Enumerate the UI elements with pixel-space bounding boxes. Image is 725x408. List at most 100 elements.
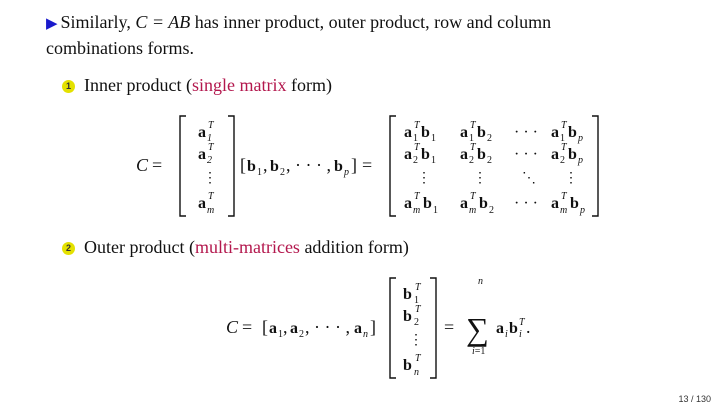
page-number: 13 / 130 [678, 394, 711, 404]
svg-text:T: T [414, 120, 421, 131]
intro-equation: C = AB [135, 12, 191, 32]
svg-text:1: 1 [207, 133, 212, 144]
svg-text:.: . [526, 317, 531, 337]
svg-text:T: T [415, 282, 422, 293]
item-text-after: addition form) [299, 237, 409, 257]
svg-text:[: [ [240, 155, 246, 175]
svg-text:a: a [354, 320, 362, 337]
svg-text:T: T [208, 120, 215, 131]
svg-text:a: a [290, 320, 298, 337]
svg-text:2: 2 [487, 155, 492, 166]
svg-text:· · ·: · · · [514, 195, 538, 212]
svg-text:a: a [496, 320, 504, 337]
svg-text:1: 1 [469, 133, 474, 144]
svg-text:1: 1 [433, 205, 438, 216]
svg-text:i: i [519, 329, 522, 340]
svg-text:p: p [343, 167, 349, 178]
svg-text:T: T [470, 120, 477, 131]
svg-text:T: T [414, 142, 421, 153]
svg-text:b: b [568, 146, 577, 163]
list-item-outer-product: 2 Outer product (multi-matrices addition … [62, 236, 409, 258]
svg-text:a: a [269, 320, 277, 337]
svg-text:T: T [208, 142, 215, 153]
svg-text:[: [ [262, 317, 268, 337]
svg-text:m: m [560, 205, 567, 216]
svg-text:· · ·: · · · [514, 146, 538, 163]
svg-text:n: n [414, 367, 419, 378]
svg-text:a: a [551, 146, 559, 163]
svg-text:T: T [470, 191, 477, 202]
svg-text:b: b [403, 357, 412, 374]
item-text-after: form) [286, 75, 332, 95]
svg-text:T: T [519, 317, 526, 328]
svg-text:b: b [421, 124, 430, 141]
svg-text:b: b [477, 124, 486, 141]
svg-text:a: a [404, 146, 412, 163]
svg-text:]: ] [370, 317, 376, 337]
intro-lead: Similarly, [60, 12, 136, 32]
svg-text:n: n [363, 329, 368, 340]
svg-text:T: T [414, 191, 421, 202]
svg-text:⋮: ⋮ [409, 333, 423, 348]
item-text-before: Outer product ( [84, 237, 195, 257]
svg-text:=: = [444, 317, 454, 337]
svg-text:⋮: ⋮ [203, 171, 217, 186]
svg-text:b: b [568, 124, 577, 141]
svg-text:1: 1 [414, 295, 419, 306]
svg-text:a: a [551, 195, 559, 212]
svg-text:b: b [423, 195, 432, 212]
svg-text:2: 2 [487, 133, 492, 144]
svg-text:b: b [403, 308, 412, 325]
svg-text:2: 2 [207, 155, 212, 166]
svg-text:b: b [403, 286, 412, 303]
svg-text:1: 1 [413, 133, 418, 144]
svg-text:a: a [460, 195, 468, 212]
svg-text:p: p [579, 205, 585, 216]
svg-text:b: b [270, 158, 279, 175]
svg-text:1: 1 [431, 155, 436, 166]
item-text-before: Inner product ( [84, 75, 192, 95]
svg-text:a: a [404, 124, 412, 141]
svg-text:p: p [577, 155, 583, 166]
svg-text:b: b [477, 146, 486, 163]
svg-text:,: , [283, 317, 288, 337]
svg-text:⋮: ⋮ [417, 171, 431, 186]
svg-text:1: 1 [278, 329, 283, 340]
svg-text:2: 2 [280, 167, 285, 178]
svg-text:b: b [247, 158, 256, 175]
svg-text:n: n [478, 276, 483, 287]
item-highlight: multi-matrices [194, 237, 300, 257]
svg-text:=: = [242, 317, 252, 337]
intro-line2: combinations forms. [46, 38, 194, 58]
svg-text:⋮: ⋮ [564, 171, 578, 186]
svg-text:2: 2 [489, 205, 494, 216]
svg-text:b: b [570, 195, 579, 212]
svg-text:a: a [460, 124, 468, 141]
right-triangle-icon: ▶ [46, 16, 58, 32]
svg-text:T: T [415, 353, 422, 364]
intro-rest: has inner product, outer product, row an… [190, 12, 552, 32]
numbered-circle-icon: 1 [62, 79, 75, 93]
svg-text:⋮: ⋮ [473, 171, 487, 186]
svg-text:]: ] [351, 155, 357, 175]
svg-text:T: T [561, 191, 568, 202]
svg-text:a: a [198, 124, 206, 141]
svg-text:m: m [469, 205, 476, 216]
svg-text:a: a [198, 146, 206, 163]
svg-text:2: 2 [414, 317, 419, 328]
svg-text:b: b [334, 158, 343, 175]
intro-paragraph: ▶Similarly, C = AB has inner product, ou… [46, 10, 686, 60]
svg-text:T: T [415, 304, 422, 315]
svg-text:a: a [551, 124, 559, 141]
svg-text:C: C [226, 317, 239, 337]
numbered-circle-icon: 2 [62, 241, 75, 255]
svg-text:b: b [421, 146, 430, 163]
svg-text:m: m [207, 205, 214, 216]
svg-text:C: C [136, 155, 149, 175]
item-highlight: single matrix [191, 75, 287, 95]
svg-text:2: 2 [560, 155, 565, 166]
svg-text:b: b [509, 320, 518, 337]
svg-text:i=1: i=1 [472, 346, 485, 357]
svg-text:=: = [362, 155, 372, 175]
svg-text:a: a [404, 195, 412, 212]
